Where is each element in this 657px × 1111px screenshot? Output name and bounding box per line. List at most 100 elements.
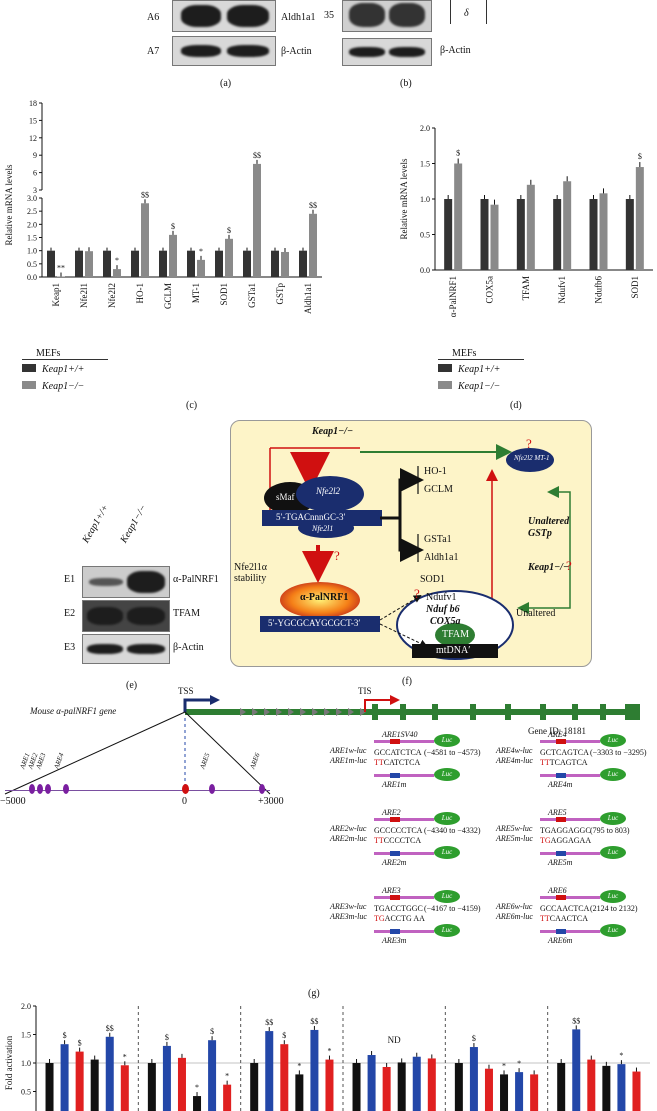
sig-mark: $	[227, 226, 231, 235]
legend-item-wt-c: Keap1+/+	[22, 364, 108, 375]
exon-arrow	[348, 708, 354, 716]
construct-top-label: ARE6	[548, 886, 567, 895]
bar-ko-Keap1	[57, 276, 65, 277]
blot-b2-label: β-Actin	[440, 45, 471, 56]
construct-seq-m: TGACCTG AA	[374, 914, 425, 923]
sig-mark: *	[619, 1051, 623, 1060]
stability-label: Nfe2l1α stability	[234, 562, 268, 584]
legend-title-d: MEFs	[452, 348, 477, 359]
alpha-pal-blob	[280, 582, 360, 618]
bar-h-4-4	[515, 1072, 524, 1111]
alpha-pal-label: α-PalNRF1	[300, 592, 349, 603]
construct-top-label: ARE4	[548, 730, 567, 739]
blot-a7-label: β-Actin	[281, 46, 312, 57]
row-e2-label: TFAM	[173, 608, 201, 619]
construct-w-label: ARE1w-luc	[330, 746, 367, 755]
bar-ko-GSTp	[281, 251, 289, 277]
y-tick-label: 2.5	[27, 207, 37, 216]
sig-mark: *	[502, 1061, 506, 1070]
luc-icon: Luc	[434, 846, 460, 859]
legend-d: MEFs Keap1+/+ Keap1−/−	[438, 348, 524, 392]
sig-mark: *	[199, 247, 203, 256]
bar-ko-Ndufv1	[563, 181, 572, 270]
construct-w-label: ARE3w-luc	[330, 902, 367, 911]
construct-range: (−3303 to −3295)	[590, 748, 647, 757]
y-tick-label: 9	[33, 151, 37, 160]
tfam-label: TFAM	[442, 629, 470, 640]
mt1-blob	[506, 448, 554, 472]
smaf-label: sMaf	[276, 492, 295, 502]
panel-e-caption: (e)	[126, 680, 138, 691]
sig-mark: $$	[572, 1016, 580, 1025]
bar-ko-HO-1	[141, 203, 149, 277]
gene-id-label: Gene ID: 18181	[528, 726, 586, 736]
q-mark-1: ?	[526, 436, 532, 451]
exon-arrow	[312, 708, 318, 716]
mtdna-label: mtDNA′	[436, 645, 471, 656]
bar-wt-Keap1	[47, 250, 55, 277]
bar-h-3-0	[352, 1063, 361, 1111]
gene-label: Mouse α-palNRF1 gene	[30, 706, 117, 716]
y-tick-label: 0.0	[420, 266, 430, 275]
y-axis-label: Relative mRNA levels	[4, 164, 14, 245]
blot-e1	[82, 566, 170, 598]
bar-wt-Nfe2l1	[75, 250, 83, 277]
sig-mark: $	[210, 1027, 214, 1036]
sig-mark: $$	[309, 201, 317, 210]
bar-h-2-2	[280, 1044, 289, 1111]
are-mark-4	[63, 784, 69, 794]
sig-mark: $	[165, 1033, 169, 1042]
panel-a: A6 Aldh1a1 A7 β-Actin (a)	[0, 0, 320, 92]
construct-seq-m: TGAGGAGAA	[540, 836, 592, 845]
bar-h-5-5	[632, 1071, 641, 1111]
y-tick-label: 1.0	[21, 1059, 31, 1068]
blot-a7-id: A7	[147, 46, 160, 57]
blot-a6-label: Aldh1a1	[281, 12, 316, 23]
mito-gene-ndufv1: Ndufv1	[426, 592, 457, 603]
x-tick-label: Aldh1a1	[303, 283, 313, 314]
bar-h-4-0	[454, 1063, 463, 1111]
construct-right-1: ARE4w-luc ARE4m-luc ARE4 Luc GCTCAGTCA (…	[496, 730, 656, 798]
construct-top-label: ARE1SV40	[382, 730, 418, 739]
construct-m-label: ARE2m-luc	[330, 834, 367, 843]
bar-h-1-2	[177, 1057, 186, 1111]
construct-top-label: ARE3	[382, 886, 401, 895]
construct-range: (795 to 803)	[590, 826, 630, 835]
bar-h-4-3	[500, 1074, 509, 1111]
keap-top-label: Keap1−/−	[312, 426, 354, 437]
luc-icon: Luc	[600, 812, 626, 825]
luc-icon: Luc	[434, 734, 460, 747]
luc-icon: Luc	[600, 846, 626, 859]
panel-b-caption: (b)	[400, 78, 412, 89]
unaltered-label: Unaltered	[516, 608, 556, 619]
y-axis-label: Fold activation	[4, 1035, 14, 1090]
blot-e2	[82, 600, 170, 632]
exon-arrow	[336, 708, 342, 716]
bar-h-0-1	[60, 1044, 69, 1111]
sig-mark: $	[282, 1031, 286, 1040]
construct-top-label: ARE2	[382, 808, 401, 817]
luc-icon: Luc	[434, 768, 460, 781]
bar-h-3-4	[412, 1056, 421, 1111]
construct-bottom-label: ARE2m	[382, 858, 407, 867]
construct-w-label: ARE6w-luc	[496, 902, 533, 911]
exon-block	[600, 704, 606, 720]
x-tick-label: HO-1	[135, 283, 145, 304]
nfe2l2-label: Nfe2l2	[316, 486, 340, 496]
x-tick-label: SOD1	[630, 276, 640, 299]
x-tick-label: Ndufv1	[557, 276, 567, 304]
sig-mark: $$	[141, 190, 149, 199]
blot-b1	[342, 0, 432, 32]
exon-arrow	[360, 708, 366, 716]
panel-c-caption: (c)	[186, 400, 198, 411]
bar-ko-SOD1	[225, 238, 233, 277]
y-tick-label: 3.0	[27, 194, 37, 203]
bar-wt-SOD1	[625, 199, 634, 270]
bar-ko-α-PalNRF1	[454, 163, 463, 270]
panel-b: 35 δ β-Actin (b)	[320, 0, 657, 92]
luc-icon: Luc	[434, 924, 460, 937]
sig-mark: $$	[106, 1024, 114, 1033]
blot-a6-id: A6	[147, 12, 160, 23]
